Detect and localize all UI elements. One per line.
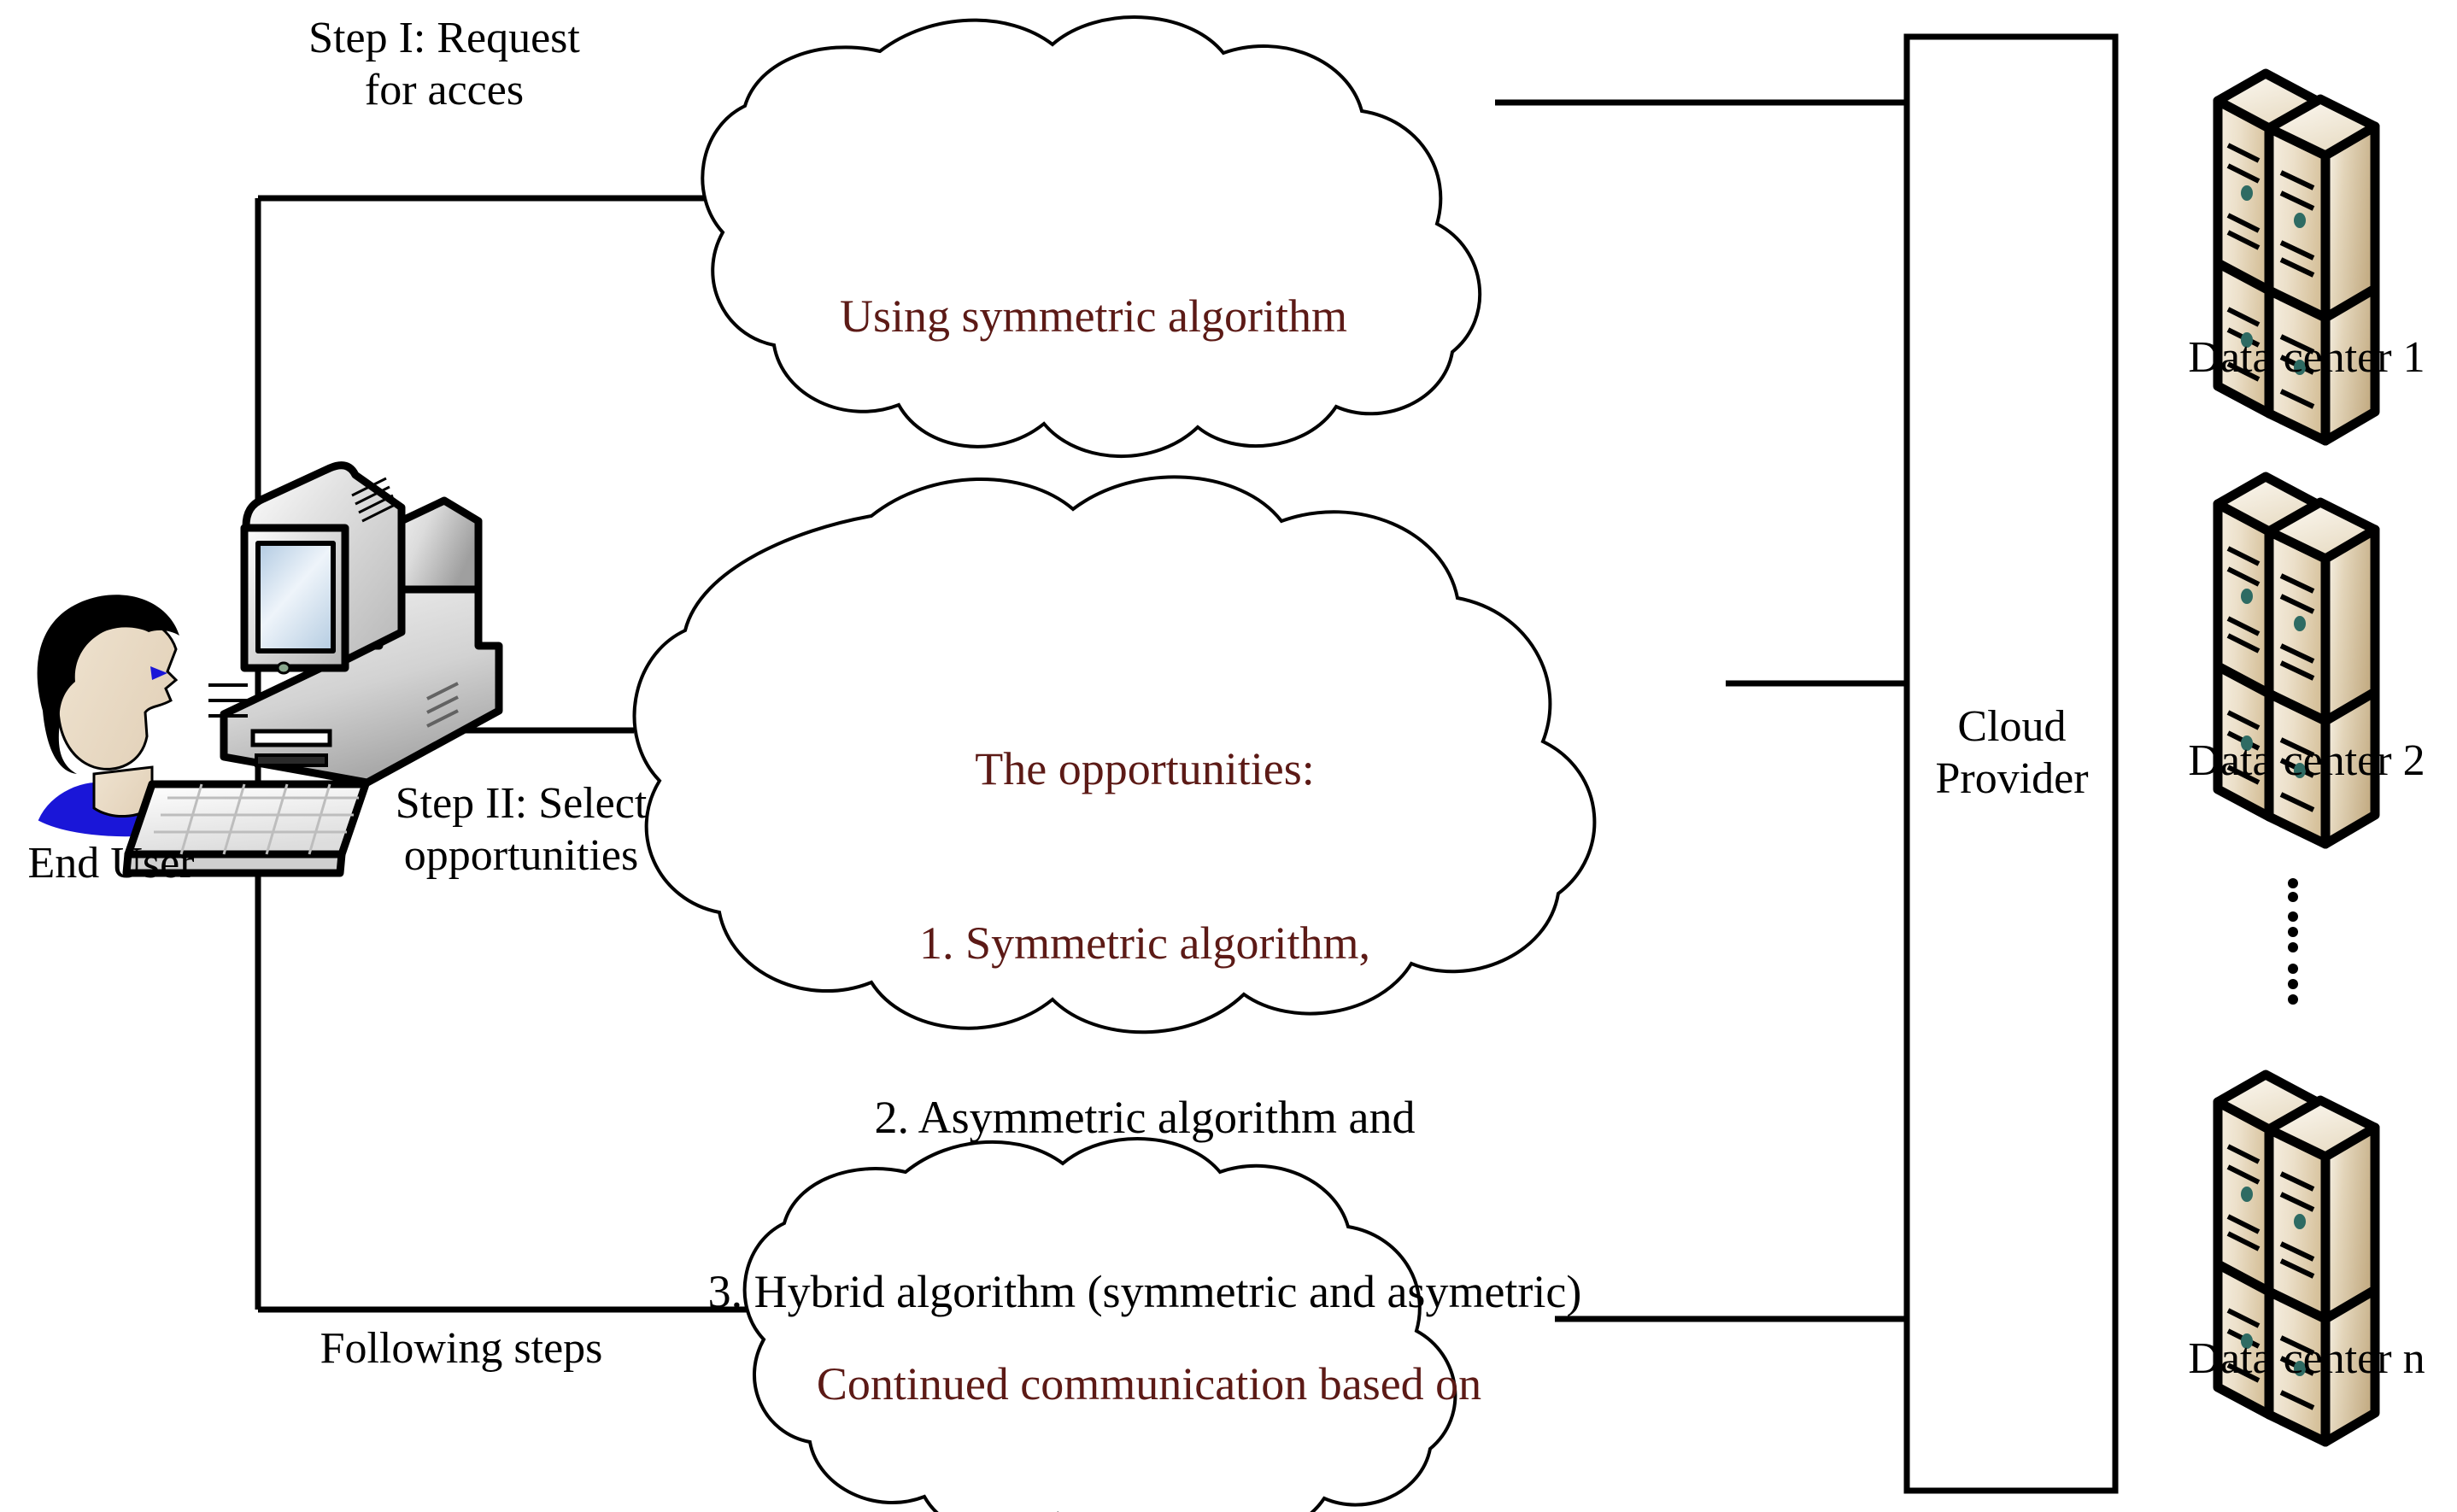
cloud-opportunities-text: The opportunities: 1. Symmetric algorith… xyxy=(598,624,1692,1437)
drive-slot xyxy=(250,729,332,747)
person-eye xyxy=(150,666,167,680)
cloud-continued-text: Continued communication based on selecti… xyxy=(718,1239,1580,1512)
drive-slot-2 xyxy=(255,753,328,767)
monitor-screen xyxy=(255,541,336,653)
cloud-continued-shape[interactable] xyxy=(742,1137,1457,1512)
monitor-power-led xyxy=(276,661,291,675)
data-center-1-icon xyxy=(2213,68,2380,446)
cloud-opportunities-line-1: The opportunities: xyxy=(975,743,1315,795)
cloud-symmetric-shape[interactable] xyxy=(701,15,1482,459)
following-steps-label: Following steps xyxy=(320,1324,603,1373)
case-vents xyxy=(426,682,459,728)
end-user-label: End User xyxy=(27,839,195,888)
data-center-2-label: Data center 2 xyxy=(2188,736,2425,785)
end-user-figure xyxy=(37,595,212,837)
cloud-provider-label: Cloud Provider xyxy=(1935,702,2089,804)
person-hair xyxy=(37,595,179,774)
cloud-provider-box[interactable] xyxy=(1903,33,2119,1494)
cloud-symmetric-text: Using symmetric algorithm xyxy=(709,171,1478,461)
desktop-computer xyxy=(122,461,503,877)
monitor-vents xyxy=(351,477,397,523)
step-2-label: Step II: Select opportunities xyxy=(395,779,648,881)
data-center-2-icon xyxy=(2213,472,2380,849)
cloud-opportunities-shape[interactable] xyxy=(632,475,1597,1034)
cloud-opportunities-line-4: 3. Hybrid algorithm (symmetric and asyme… xyxy=(707,1266,1582,1318)
vertical-ellipsis-icon xyxy=(2288,878,2298,1005)
cloud-symmetric-line-1: Using symmetric algorithm xyxy=(840,290,1347,343)
keyboard-keys xyxy=(154,783,359,855)
data-center-n-icon xyxy=(2213,1070,2380,1447)
data-center-n-label: Data center n xyxy=(2188,1334,2425,1383)
cloud-opportunities-line-3: 2. Asymmetric algorithm and xyxy=(874,1092,1416,1144)
cloud-opportunities-line-2: 1. Symmetric algorithm, xyxy=(919,917,1370,970)
data-center-1-label: Data center 1 xyxy=(2188,333,2425,382)
left-vents xyxy=(208,683,248,718)
keyboard-edge xyxy=(122,850,346,877)
step-1-label: Step I: Request for acces xyxy=(308,14,580,115)
cloud-continued-line-1: Continued communication based on xyxy=(816,1358,1482,1410)
